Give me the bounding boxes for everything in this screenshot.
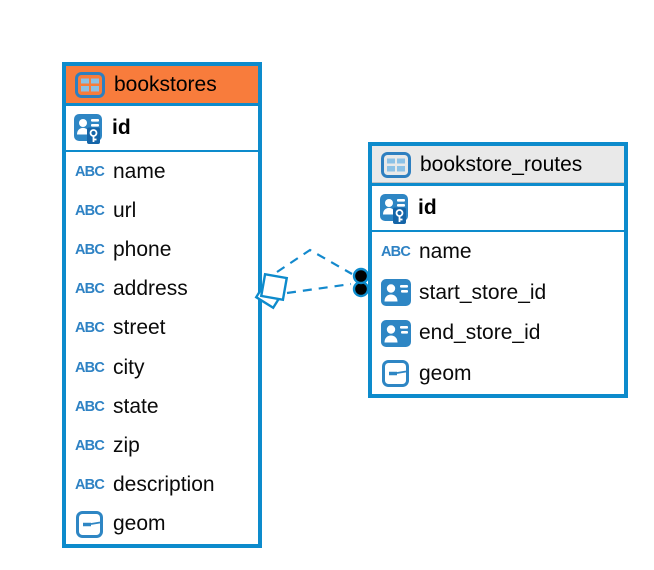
column-name: city [113,355,145,379]
column-name: url [113,198,137,222]
column-name: start_store_id [419,280,547,304]
geometry-type-icon [380,360,411,388]
column-name: zip [113,434,140,458]
column-row-id[interactable]: id [66,106,258,152]
text-type-icon: ABC [380,244,411,261]
column-row-name[interactable]: ABC name [372,232,624,273]
column-name: description [113,473,215,497]
column-row-geom[interactable]: geom [372,354,624,395]
relationship-line [286,282,352,295]
column-name: name [419,240,472,264]
text-type-icon: ABC [74,398,105,415]
table-icon [380,151,411,178]
relationship-endpoint-dot [352,280,370,298]
foreign-key-icon [380,279,411,307]
column-row-geom[interactable]: geom [66,505,258,544]
relationship-endpoint-dot [352,267,370,285]
column-name: phone [113,238,172,261]
column-row-state[interactable]: ABC state [66,387,258,426]
text-type-icon: ABC [74,359,105,376]
table-icon [74,71,105,98]
column-row-url[interactable]: ABC url [66,191,258,230]
column-row-id[interactable]: id [372,186,624,232]
text-type-icon: ABC [74,281,105,298]
relationship-diamond-marker [259,272,289,302]
column-row-phone[interactable]: ABC phone [66,230,258,269]
primary-key-icon [73,112,104,144]
table-node-bookstores[interactable]: bookstores id ABC na [62,62,262,548]
column-name: geom [419,361,472,385]
foreign-key-icon [380,319,411,347]
column-row-address[interactable]: ABC address [66,270,258,309]
column-row-name[interactable]: ABC name [66,152,258,191]
column-row-start-store-id[interactable]: start_store_id [372,273,624,314]
column-row-description[interactable]: ABC description [66,466,258,505]
relationship-line [276,248,353,275]
column-row-end-store-id[interactable]: end_store_id [372,313,624,354]
text-type-icon: ABC [74,477,105,494]
text-type-icon: ABC [74,438,105,455]
column-name: geom [113,512,166,536]
text-type-icon: ABC [74,163,105,180]
column-name: street [113,316,166,340]
table-header[interactable]: bookstores [66,66,258,106]
geometry-type-icon [74,510,105,538]
table-name: bookstores [114,72,217,96]
column-name: end_store_id [419,321,541,345]
column-row-city[interactable]: ABC city [66,348,258,387]
text-type-icon: ABC [74,320,105,337]
column-name: address [113,277,188,301]
table-node-bookstore-routes[interactable]: bookstore_routes id ABC [368,142,628,398]
column-name: id [112,116,131,139]
primary-key-icon [379,192,410,224]
column-row-street[interactable]: ABC street [66,309,258,348]
column-name: id [418,196,437,219]
column-name: state [113,394,159,418]
table-name: bookstore_routes [420,152,583,176]
text-type-icon: ABC [74,202,105,219]
column-name: name [113,159,166,183]
table-header[interactable]: bookstore_routes [372,146,624,186]
column-row-zip[interactable]: ABC zip [66,426,258,465]
text-type-icon: ABC [74,242,105,258]
